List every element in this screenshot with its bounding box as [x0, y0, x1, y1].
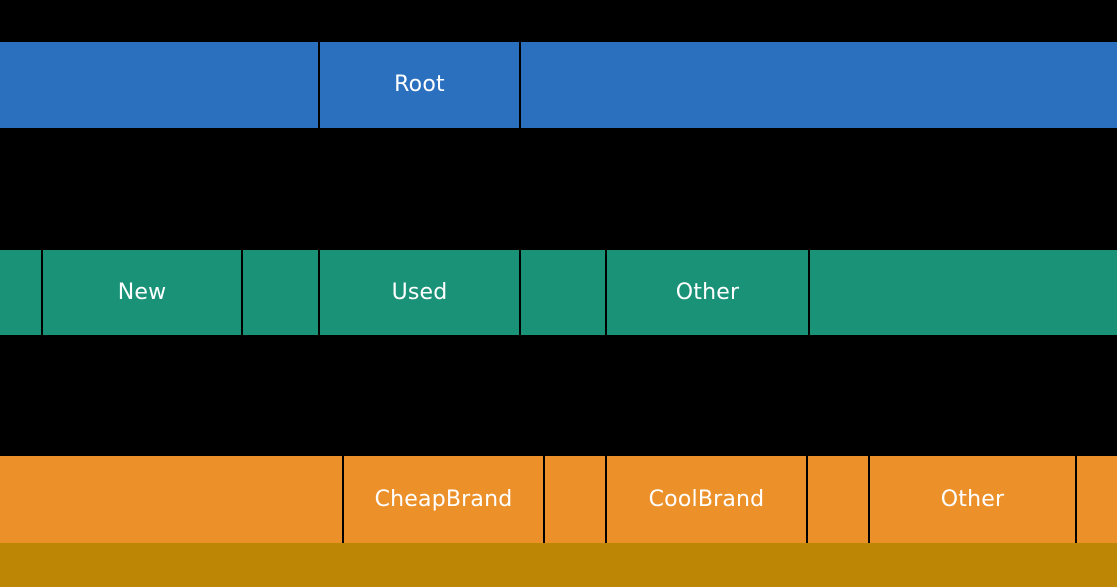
icicle-segment-cheapbrand[interactable]: CheapBrand: [344, 456, 543, 543]
icicle-segment-label: CheapBrand: [374, 486, 513, 512]
icicle-segment-unlabeled[interactable]: [1077, 456, 1117, 543]
icicle-segment-unlabeled[interactable]: [810, 250, 1117, 335]
icicle-segment-unlabeled[interactable]: [0, 456, 342, 543]
icicle-segment-new[interactable]: New: [43, 250, 241, 335]
icicle-segment-root[interactable]: Root: [320, 42, 519, 128]
icicle-segment-unlabeled[interactable]: [808, 456, 868, 543]
icicle-level-leaf: [0, 543, 1117, 587]
icicle-segment-unlabeled[interactable]: [243, 250, 318, 335]
icicle-level-brand: CheapBrand CoolBrand Other: [0, 456, 1117, 543]
icicle-segment-unlabeled[interactable]: [0, 250, 41, 335]
icicle-segment-unlabeled[interactable]: [521, 250, 605, 335]
icicle-segment-label: Other: [940, 486, 1005, 512]
icicle-level-root: Root: [0, 42, 1117, 128]
icicle-segment-used[interactable]: Used: [320, 250, 519, 335]
icicle-segment-other[interactable]: Other: [870, 456, 1075, 543]
icicle-level-condition: New Used Other: [0, 250, 1117, 335]
icicle-segment-label: Used: [391, 279, 448, 305]
icicle-segment-other[interactable]: Other: [607, 250, 808, 335]
icicle-segment-coolbrand[interactable]: CoolBrand: [607, 456, 806, 543]
icicle-segment-unlabeled[interactable]: [0, 543, 1117, 587]
icicle-segment-label: Root: [394, 72, 445, 97]
icicle-segment-unlabeled[interactable]: [545, 456, 605, 543]
icicle-segment-label: New: [117, 279, 167, 305]
icicle-segment-label: Other: [675, 279, 740, 305]
icicle-segment-unlabeled[interactable]: [0, 42, 318, 128]
icicle-segment-label: CoolBrand: [648, 486, 765, 512]
icicle-segment-unlabeled[interactable]: [521, 42, 1117, 128]
